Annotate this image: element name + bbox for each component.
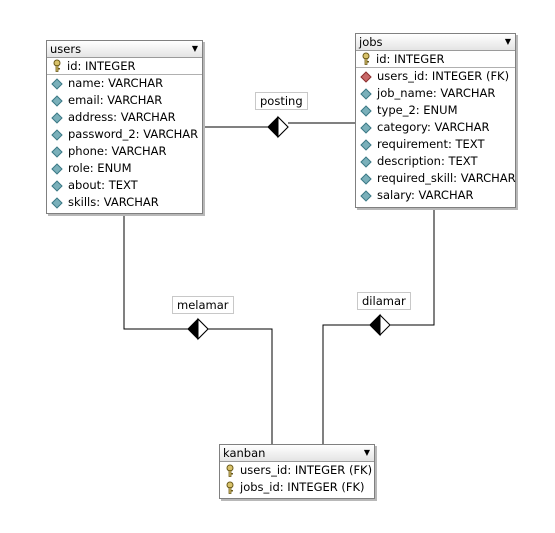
column-label: skills: VARCHAR [68,195,159,209]
key-icon [53,59,61,72]
diamond-icon [51,145,63,158]
diamond-icon [51,179,63,192]
dropdown-arrow-icon[interactable]: ▼ [191,44,198,53]
diamond-icon [360,172,372,185]
relationship-label-melamar[interactable]: melamar [172,296,234,314]
diamond-icon [360,155,372,168]
jobs-fk-row[interactable]: users_id: INTEGER (FK) [356,68,515,85]
column-label: role: ENUM [68,161,132,175]
kanban-key-label: jobs_id: INTEGER (FK) [240,480,365,494]
column-label: requirement: TEXT [377,137,485,151]
jobs-column-row[interactable]: job_name: VARCHAR [356,85,515,102]
diamond-icon [51,128,63,141]
kanban-key-label: users_id: INTEGER (FK) [240,463,373,477]
kanban-key-row[interactable]: users_id: INTEGER (FK) [220,462,374,479]
kanban-table-header[interactable]: kanban ▼ [220,445,374,462]
kanban-key-row[interactable]: jobs_id: INTEGER (FK) [220,479,374,496]
column-label: users_id: INTEGER (FK) [377,69,510,83]
kanban-table-title: kanban [223,446,266,460]
diamond-icon [51,196,63,209]
jobs-pk-label: id: INTEGER [376,51,445,66]
diamond-icon [360,189,372,202]
column-label: address: VARCHAR [68,110,176,124]
column-label: name: VARCHAR [68,76,164,90]
users-column-row[interactable]: skills: VARCHAR [47,194,202,211]
diamond-icon [360,104,372,117]
users-column-row[interactable]: password_2: VARCHAR [47,126,202,143]
diamond-icon [51,111,63,124]
column-label: salary: VARCHAR [377,188,474,202]
users-column-row[interactable]: phone: VARCHAR [47,143,202,160]
kanban-table[interactable]: kanban ▼ users_id: INTEGER (FK) jobs_id:… [219,444,375,499]
users-table-title: users [50,42,82,56]
jobs-column-row[interactable]: requirement: TEXT [356,136,515,153]
key-icon [226,481,234,494]
users-table-header[interactable]: users ▼ [47,41,202,58]
column-label: job_name: VARCHAR [377,86,496,100]
column-label: type_2: ENUM [377,103,458,117]
column-label: email: VARCHAR [68,93,163,107]
dilamar-line [322,208,435,445]
users-table[interactable]: users ▼ id: INTEGER name: VARCHAR email:… [46,40,203,214]
users-pk-row[interactable]: id: INTEGER [47,58,202,75]
jobs-table-header[interactable]: jobs ▼ [356,34,515,51]
dropdown-arrow-icon[interactable]: ▼ [504,37,511,46]
jobs-column-row[interactable]: type_2: ENUM [356,102,515,119]
users-column-row[interactable]: about: TEXT [47,177,202,194]
melamar-line [123,213,273,445]
users-column-row[interactable]: name: VARCHAR [47,75,202,92]
diamond-icon [51,94,63,107]
relationship-label-posting[interactable]: posting [255,92,308,110]
relationship-label-dilamar[interactable]: dilamar [357,292,411,310]
jobs-pk-row[interactable]: id: INTEGER [356,51,515,68]
users-column-row[interactable]: address: VARCHAR [47,109,202,126]
key-icon [226,464,234,477]
jobs-column-row[interactable]: category: VARCHAR [356,119,515,136]
column-label: category: VARCHAR [377,120,490,134]
column-label: description: TEXT [377,154,478,168]
diamond-icon [360,121,372,134]
dropdown-arrow-icon[interactable]: ▼ [363,448,370,457]
column-label: phone: VARCHAR [68,144,167,158]
jobs-table[interactable]: jobs ▼ id: INTEGER users_id: INTEGER (FK… [355,33,516,208]
users-pk-label: id: INTEGER [67,58,136,73]
column-label: required_skill: VARCHAR [377,171,516,185]
jobs-column-row[interactable]: description: TEXT [356,153,515,170]
column-label: about: TEXT [68,178,138,192]
jobs-table-title: jobs [359,35,383,49]
red-diamond-icon [360,70,372,83]
jobs-column-row[interactable]: required_skill: VARCHAR [356,170,516,187]
key-icon [362,52,370,65]
diamond-icon [51,77,63,90]
users-column-row[interactable]: email: VARCHAR [47,92,202,109]
diamond-icon [360,138,372,151]
diamond-icon [51,162,63,175]
column-label: password_2: VARCHAR [68,127,199,141]
diamond-icon [360,87,372,100]
jobs-column-row[interactable]: salary: VARCHAR [356,187,515,204]
users-column-row[interactable]: role: ENUM [47,160,202,177]
